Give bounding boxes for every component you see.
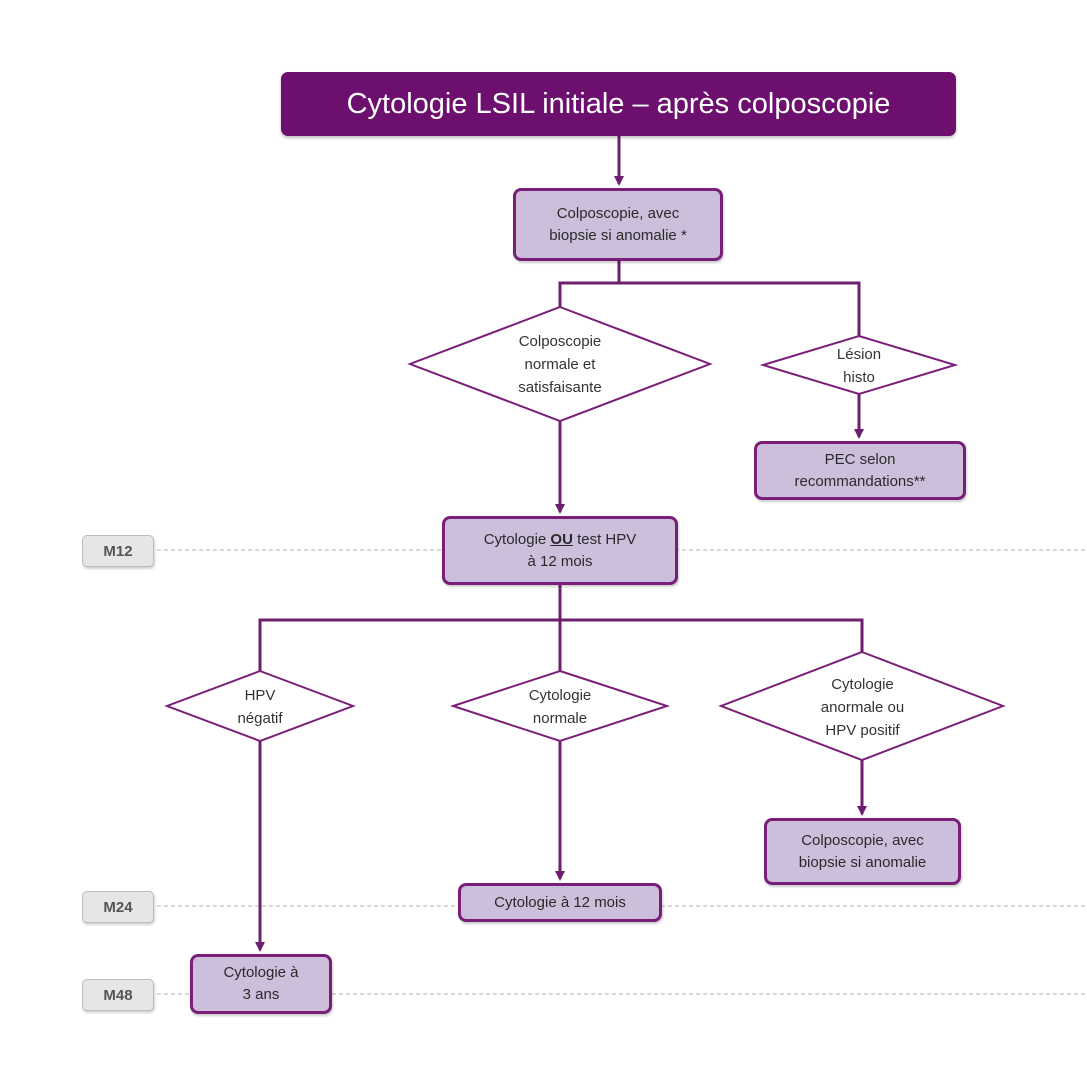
decision-cytologie-normale-line1: Cytologie — [528, 687, 592, 704]
decision-colposcopie-normale: Colposcopie normale et satisfaisante — [470, 322, 650, 406]
box-colposcopie-initiale: Colposcopie, avec biopsie si anomalie * — [513, 188, 723, 261]
decision-cytologie-normale-line2: normale — [532, 710, 588, 727]
decision-hpv-negatif: HPV négatif — [200, 682, 320, 732]
milestone-m24: M24 — [82, 891, 154, 923]
box-cytologie-12-mois-line1: Cytologie à 12 mois — [494, 893, 626, 911]
box-cytologie-test-hpv-post: test HPV — [572, 530, 637, 548]
box-cytologie-ou-test-hpv: Cytologie OU test HPV à 12 mois — [442, 516, 678, 585]
box-cytologie-3-ans: Cytologie à 3 ans — [190, 954, 332, 1014]
decision-colposcopie-normale-line2: normale et — [524, 355, 596, 373]
box-cytologie-12-mois: Cytologie à 12 mois — [458, 883, 662, 922]
decision-lesion-histo-line1: Lésion — [836, 346, 882, 363]
box-pec-line1: PEC selon — [824, 450, 896, 468]
decision-colposcopie-normale-line3: satisfaisante — [518, 378, 602, 396]
milestone-m48: M48 — [82, 979, 154, 1011]
diagram-title: Cytologie LSIL initiale – après colposco… — [281, 72, 956, 136]
decision-cytologie-anormale-line3: HPV positif — [825, 722, 900, 739]
box-colposcopie-finale-line2: biopsie si anomalie — [798, 853, 927, 871]
box-pec-line2: recommandations** — [794, 472, 926, 490]
box-cytologie-test-hpv-pre: Cytologie — [483, 530, 551, 548]
connector-split-bar-top — [558, 281, 861, 336]
box-cytologie-test-hpv-emphasis: OU — [550, 530, 573, 548]
box-colposcopie-initiale-line2: biopsie si anomalie * — [549, 226, 687, 244]
box-cytologie-3-ans-line1: Cytologie à — [223, 964, 299, 981]
milestone-m12: M12 — [82, 535, 154, 567]
decision-hpv-negatif-line1: HPV — [244, 687, 276, 704]
decision-colposcopie-normale-line1: Colposcopie — [518, 332, 602, 350]
decision-cytologie-anormale-line1: Cytologie — [831, 676, 894, 693]
decision-hpv-negatif-line2: négatif — [237, 710, 283, 727]
decision-lesion-histo-line2: histo — [843, 369, 875, 386]
decision-cytologie-normale: Cytologie normale — [495, 682, 625, 732]
box-cytologie-3-ans-line2: 3 ans — [242, 986, 280, 1003]
decision-lesion-histo: Lésion histo — [799, 340, 919, 392]
box-cytologie-test-hpv-line1: Cytologie OU test HPV — [484, 529, 637, 551]
decision-cytologie-anormale: Cytologie anormale ou HPV positif — [790, 670, 935, 745]
box-pec-selon-recommandations: PEC selon recommandations** — [754, 441, 966, 500]
box-colposcopie-initiale-line1: Colposcopie, avec — [556, 204, 680, 222]
connector-split-bar-bottom — [258, 618, 864, 671]
box-colposcopie-finale: Colposcopie, avec biopsie si anomalie — [764, 818, 961, 885]
box-cytologie-test-hpv-line2: à 12 mois — [527, 552, 593, 570]
decision-cytologie-anormale-line2: anormale ou — [820, 699, 905, 716]
box-colposcopie-finale-line1: Colposcopie, avec — [801, 831, 924, 849]
